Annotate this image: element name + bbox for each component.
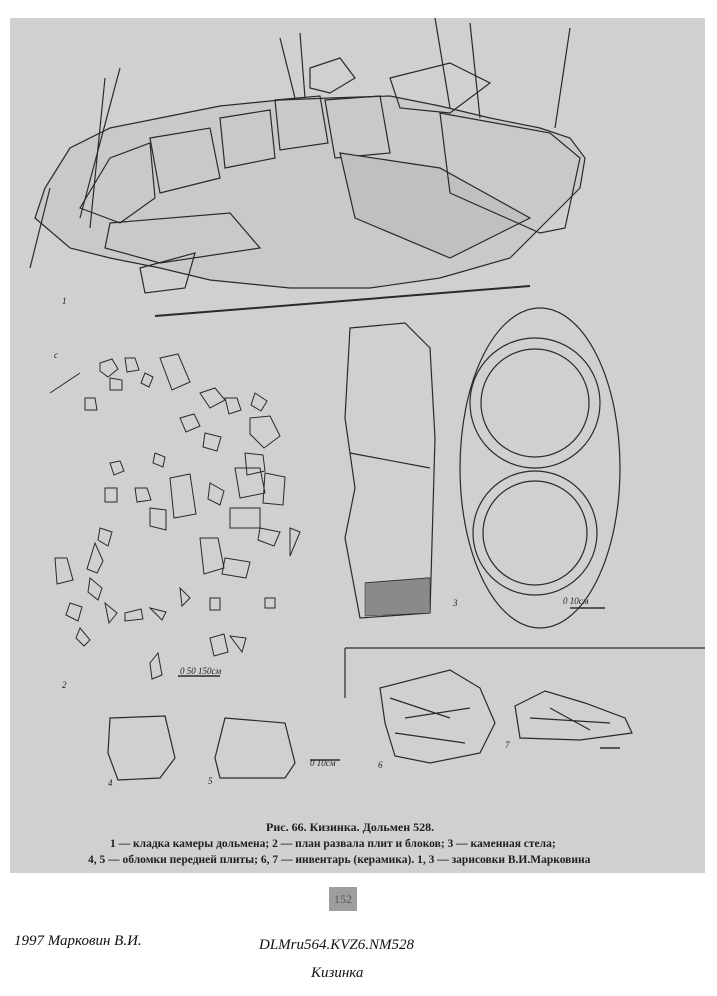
footer-code: DLMru564.KVZ6.NM528 <box>259 937 415 953</box>
figure-label-4: 4 <box>108 778 113 788</box>
figure-label-7: 7 <box>505 740 510 750</box>
plan-orientation-label: с <box>54 350 58 360</box>
figure-label-3: 3 <box>453 598 458 608</box>
scanned-page: 1 с 2 0 50 150см 3 0 10см 4 5 0 10см 6 7… <box>10 18 705 873</box>
footer-place: Кизинка <box>311 965 364 981</box>
figure-label-1: 1 <box>62 296 67 306</box>
page-number: 152 <box>329 887 357 911</box>
figure-label-6: 6 <box>378 760 383 770</box>
figure-caption-line-1: 1 — кладка камеры дольмена; 2 — план раз… <box>110 838 556 850</box>
dolmen-masonry-sketch <box>29 18 586 317</box>
footer-author: 1997 Марковин В.И. <box>14 933 142 949</box>
stone-stela <box>344 307 705 698</box>
plan-of-slabs <box>49 353 301 680</box>
figure-caption-line-2: 4, 5 — обломки передней плиты; 6, 7 — ин… <box>88 854 591 866</box>
plan-scale: 0 50 150см <box>180 666 222 676</box>
figure-label-2: 2 <box>62 680 67 690</box>
fragments <box>107 669 633 781</box>
fragments-scale: 0 10см <box>310 758 336 768</box>
stela-scale: 0 10см <box>563 596 589 606</box>
figure-title: Рис. 66. Кизинка. Дольмен 528. <box>266 820 435 834</box>
illustrations <box>29 18 705 781</box>
figure-label-5: 5 <box>208 776 213 786</box>
